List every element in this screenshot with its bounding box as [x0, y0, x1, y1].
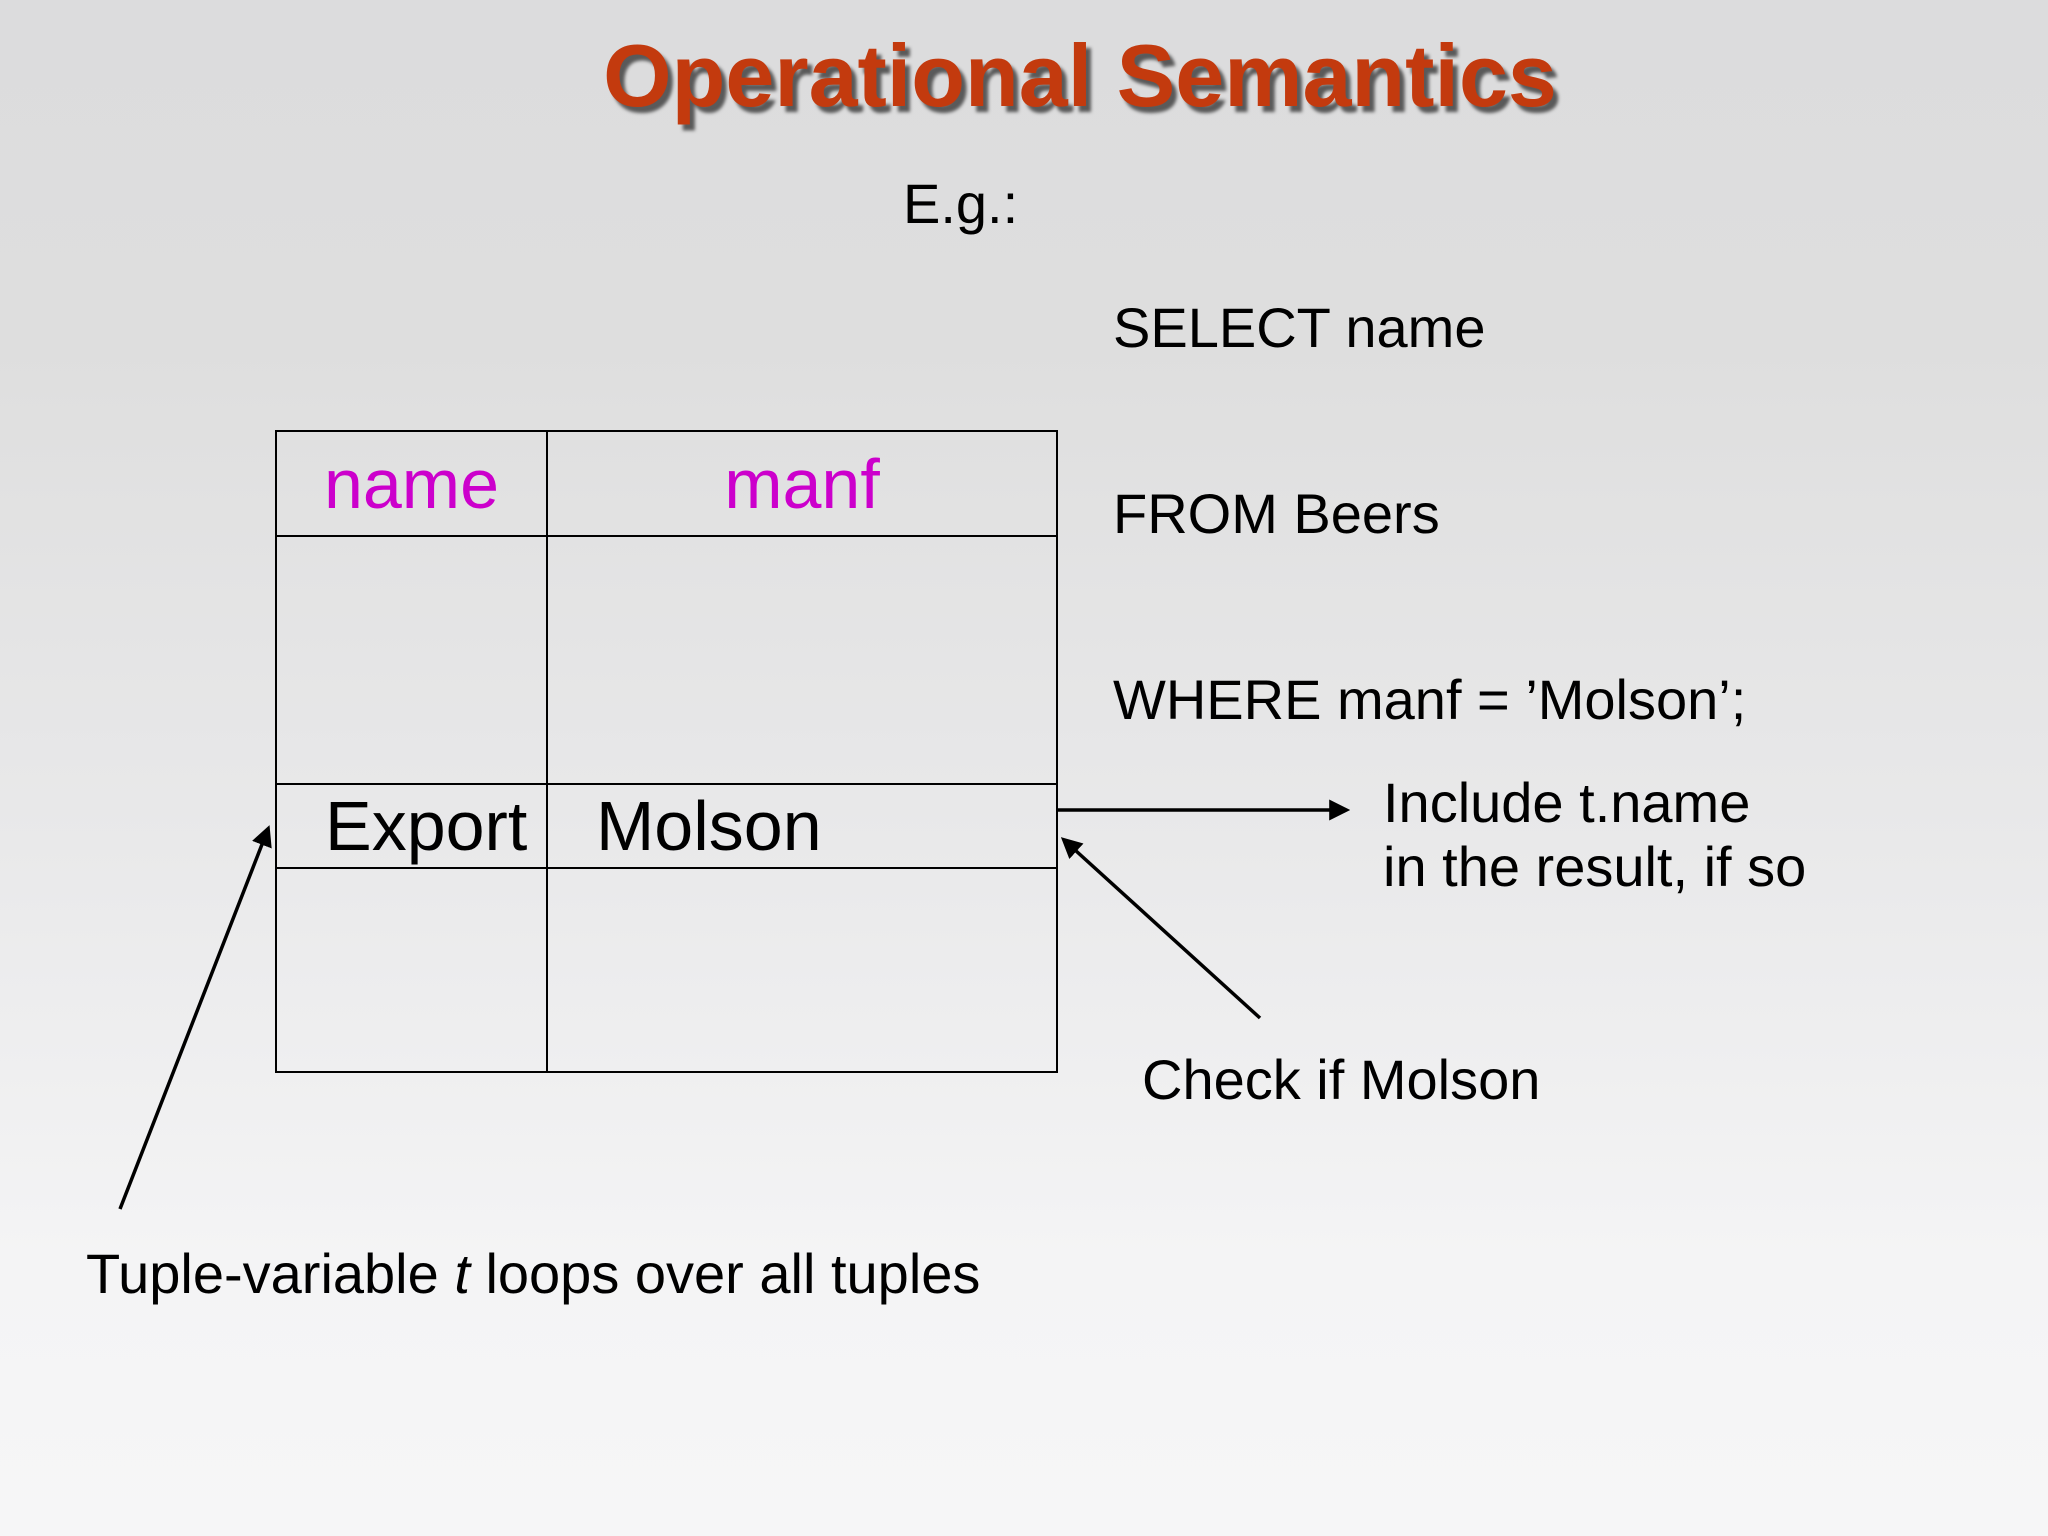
sql-query: SELECT name FROM Beers WHERE manf = ’Mol…: [1113, 173, 1746, 855]
include-annotation-line2: in the result, if so: [1383, 835, 1807, 898]
table-cell-molson: Molson: [548, 785, 1056, 869]
page-title: Operational Semantics: [603, 26, 1557, 125]
include-annotation: Include t.name in the result, if so: [1383, 771, 1806, 899]
check-annotation: Check if Molson: [1142, 1048, 1541, 1111]
sql-line-select: SELECT name: [1113, 296, 1486, 359]
check-molson-arrow: [1060, 837, 1262, 1020]
table-cell-empty: [548, 537, 1056, 785]
tuple-annotation: Tuple-variable t loops over all tuples: [86, 1242, 980, 1306]
table-cell-empty: [548, 869, 1056, 1071]
sql-line-from: FROM Beers: [1113, 482, 1440, 545]
sql-line-where: WHERE manf = ’Molson’;: [1113, 668, 1747, 731]
tuple-annotation-suffix: loops over all tuples: [469, 1242, 981, 1305]
include-annotation-line1: Include t.name: [1383, 771, 1751, 834]
tuple-variable-t: t: [454, 1242, 470, 1305]
example-label: E.g.:: [903, 172, 1019, 235]
table-cell-empty: [277, 537, 548, 785]
table-cell-empty: [277, 869, 548, 1071]
table-cell-export: Export: [277, 785, 548, 869]
table-header-manf: manf: [548, 432, 1056, 537]
tuple-annotation-prefix: Tuple-variable: [86, 1242, 455, 1305]
table-header-name: name: [277, 432, 548, 537]
tuple-loop-arrow: [118, 825, 272, 1210]
beers-table: name manf Export Molson: [275, 430, 1058, 1073]
